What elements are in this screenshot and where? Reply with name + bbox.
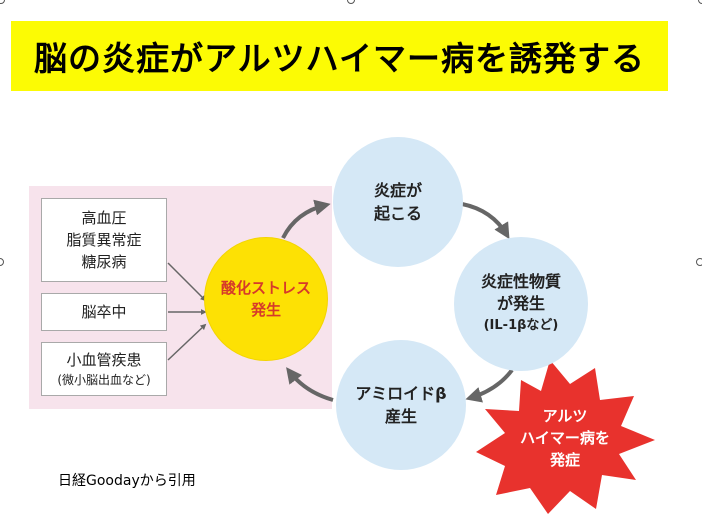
selection-handle-top-right[interactable] [698,0,702,4]
inflammation-node: 炎症が 起こる [333,137,463,267]
inflammatory-substance-node: 炎症性物質 が発生 (IL-1βなど) [454,237,588,371]
risk-factor-line: 脂質異常症 [66,231,142,249]
risk-factor-small-vessel: 小血管疾患 (微小脳出血など) [41,342,167,396]
risk-factor-line: 脳卒中 [81,303,127,321]
factor-arrow-1 [167,262,207,302]
node-label: 産生 [384,407,417,426]
cycle-arrow-center-to-inflammation [281,199,331,239]
cycle-arrow-substance-to-amyloid [465,368,514,403]
title-text: 脳の炎症がアルツハイマー病を誘発する [33,39,645,78]
node-note: (IL-1βなど) [483,318,559,333]
cycle-arrow-amyloid-to-center [286,367,334,402]
burst-line: 発症 [549,451,580,469]
node-label: 炎症性物質 [480,272,561,291]
node-label: が発生 [496,294,545,313]
node-label: アミロイドβ [355,384,447,403]
risk-factor-note: (微小脳出血など) [57,373,151,387]
risk-factor-stroke: 脳卒中 [41,293,167,331]
selection-handle-right[interactable] [696,258,702,266]
oxidative-stress-node: 酸化ストレス 発生 [205,238,327,360]
node-label: 発生 [250,301,281,319]
node-label: 起こる [373,204,422,223]
source-credit: 日経Goodayから引用 [58,473,196,489]
risk-factor-line: 糖尿病 [81,253,127,271]
risk-factor-metabolic: 高血圧 脂質異常症 糖尿病 [41,198,167,282]
alzheimer-onset-label: アルツ ハイマー病を 発症 [500,405,630,471]
factor-arrow-3 [167,323,207,361]
risk-factor-line: 高血圧 [81,209,127,227]
node-label: 酸化ストレス [220,279,311,297]
burst-line: アルツ [542,407,588,425]
alzheimer-burst-shape [476,360,655,514]
node-label: 炎症が [373,181,422,200]
cycle-arrow-inflammation-to-substance [461,202,510,240]
amyloid-beta-node: アミロイドβ 産生 [336,340,466,470]
risk-factor-line: 小血管疾患 [66,351,142,369]
burst-line: ハイマー病を [520,429,610,447]
title-banner: 脳の炎症がアルツハイマー病を誘発する [11,21,668,91]
